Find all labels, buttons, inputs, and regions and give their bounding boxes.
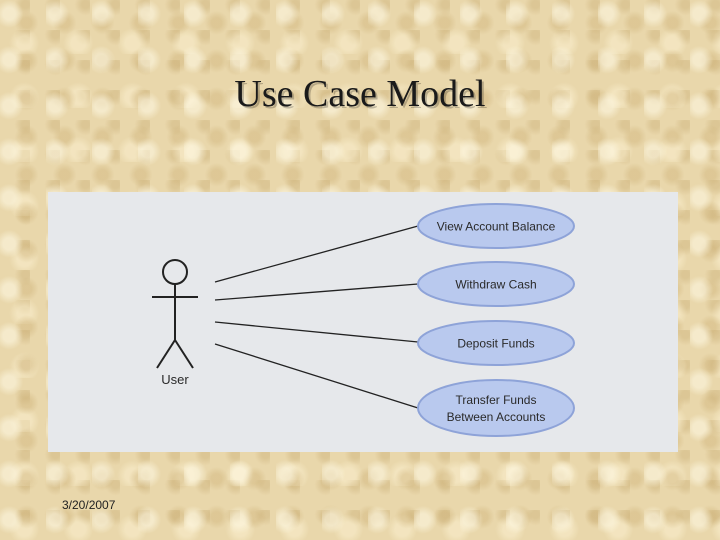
association-line [214, 225, 419, 283]
use-case-deposit-funds: Deposit Funds [417, 320, 575, 366]
use-case-ellipse [417, 203, 575, 249]
use-case-label: Deposit Funds [457, 337, 534, 351]
use-case-diagram-canvas: User View Account Balance Withdraw Cash … [152, 203, 575, 437]
use-case-label-line-1: Transfer Funds [456, 393, 537, 407]
use-case-ellipse [417, 379, 575, 437]
use-case-label-line-2: Between Accounts [447, 410, 546, 424]
use-case-label: View Account Balance [437, 220, 556, 234]
association-line [214, 343, 419, 409]
use-case-transfer-funds: Transfer Funds Between Accounts [417, 379, 575, 437]
association-line [214, 283, 419, 301]
footer-date: 3/20/2007 [62, 498, 116, 512]
actor-user: User [152, 259, 198, 387]
use-case-withdraw-cash: Withdraw Cash [417, 261, 575, 307]
actor-head [162, 259, 188, 285]
association-line [214, 321, 419, 343]
use-case-diagram: User View Account Balance Withdraw Cash … [48, 192, 678, 452]
use-case-ellipse [417, 320, 575, 366]
actor-leg-left [156, 339, 176, 369]
use-case-view-account-balance: View Account Balance [417, 203, 575, 249]
use-case-ellipse [417, 261, 575, 307]
slide-title: Use Case Model [234, 73, 486, 115]
associations [214, 225, 419, 409]
use-case-label: Withdraw Cash [455, 278, 536, 292]
actor-label: User [161, 372, 189, 387]
actor-leg-right [174, 339, 194, 369]
